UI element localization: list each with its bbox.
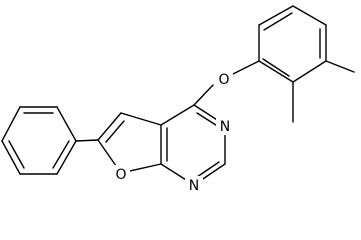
ether-oxygen-label: O [218, 72, 229, 88]
upper-nitrogen-label: N [220, 119, 230, 135]
furan-ring [97, 112, 162, 174]
phenyl-ring [1, 106, 77, 175]
furan-oxygen-label: O [115, 167, 126, 183]
phenyl-link [75, 139, 99, 142]
lower-nitrogen-label: N [189, 178, 199, 194]
pyrimidine-ring [160, 104, 226, 186]
ether-oxygen-mask [215, 70, 233, 88]
molecule-structure: O N N O [1, 5, 355, 194]
ether-linkage [193, 60, 260, 106]
upper-nitrogen-mask [216, 117, 234, 135]
bonds [1, 5, 355, 186]
dimethylphenyl-ring [258, 5, 327, 83]
methyl-groups [292, 60, 355, 123]
furan-oxygen-mask [112, 165, 130, 183]
atom-labels: O N N O [112, 70, 234, 194]
lower-nitrogen-mask [185, 176, 203, 194]
